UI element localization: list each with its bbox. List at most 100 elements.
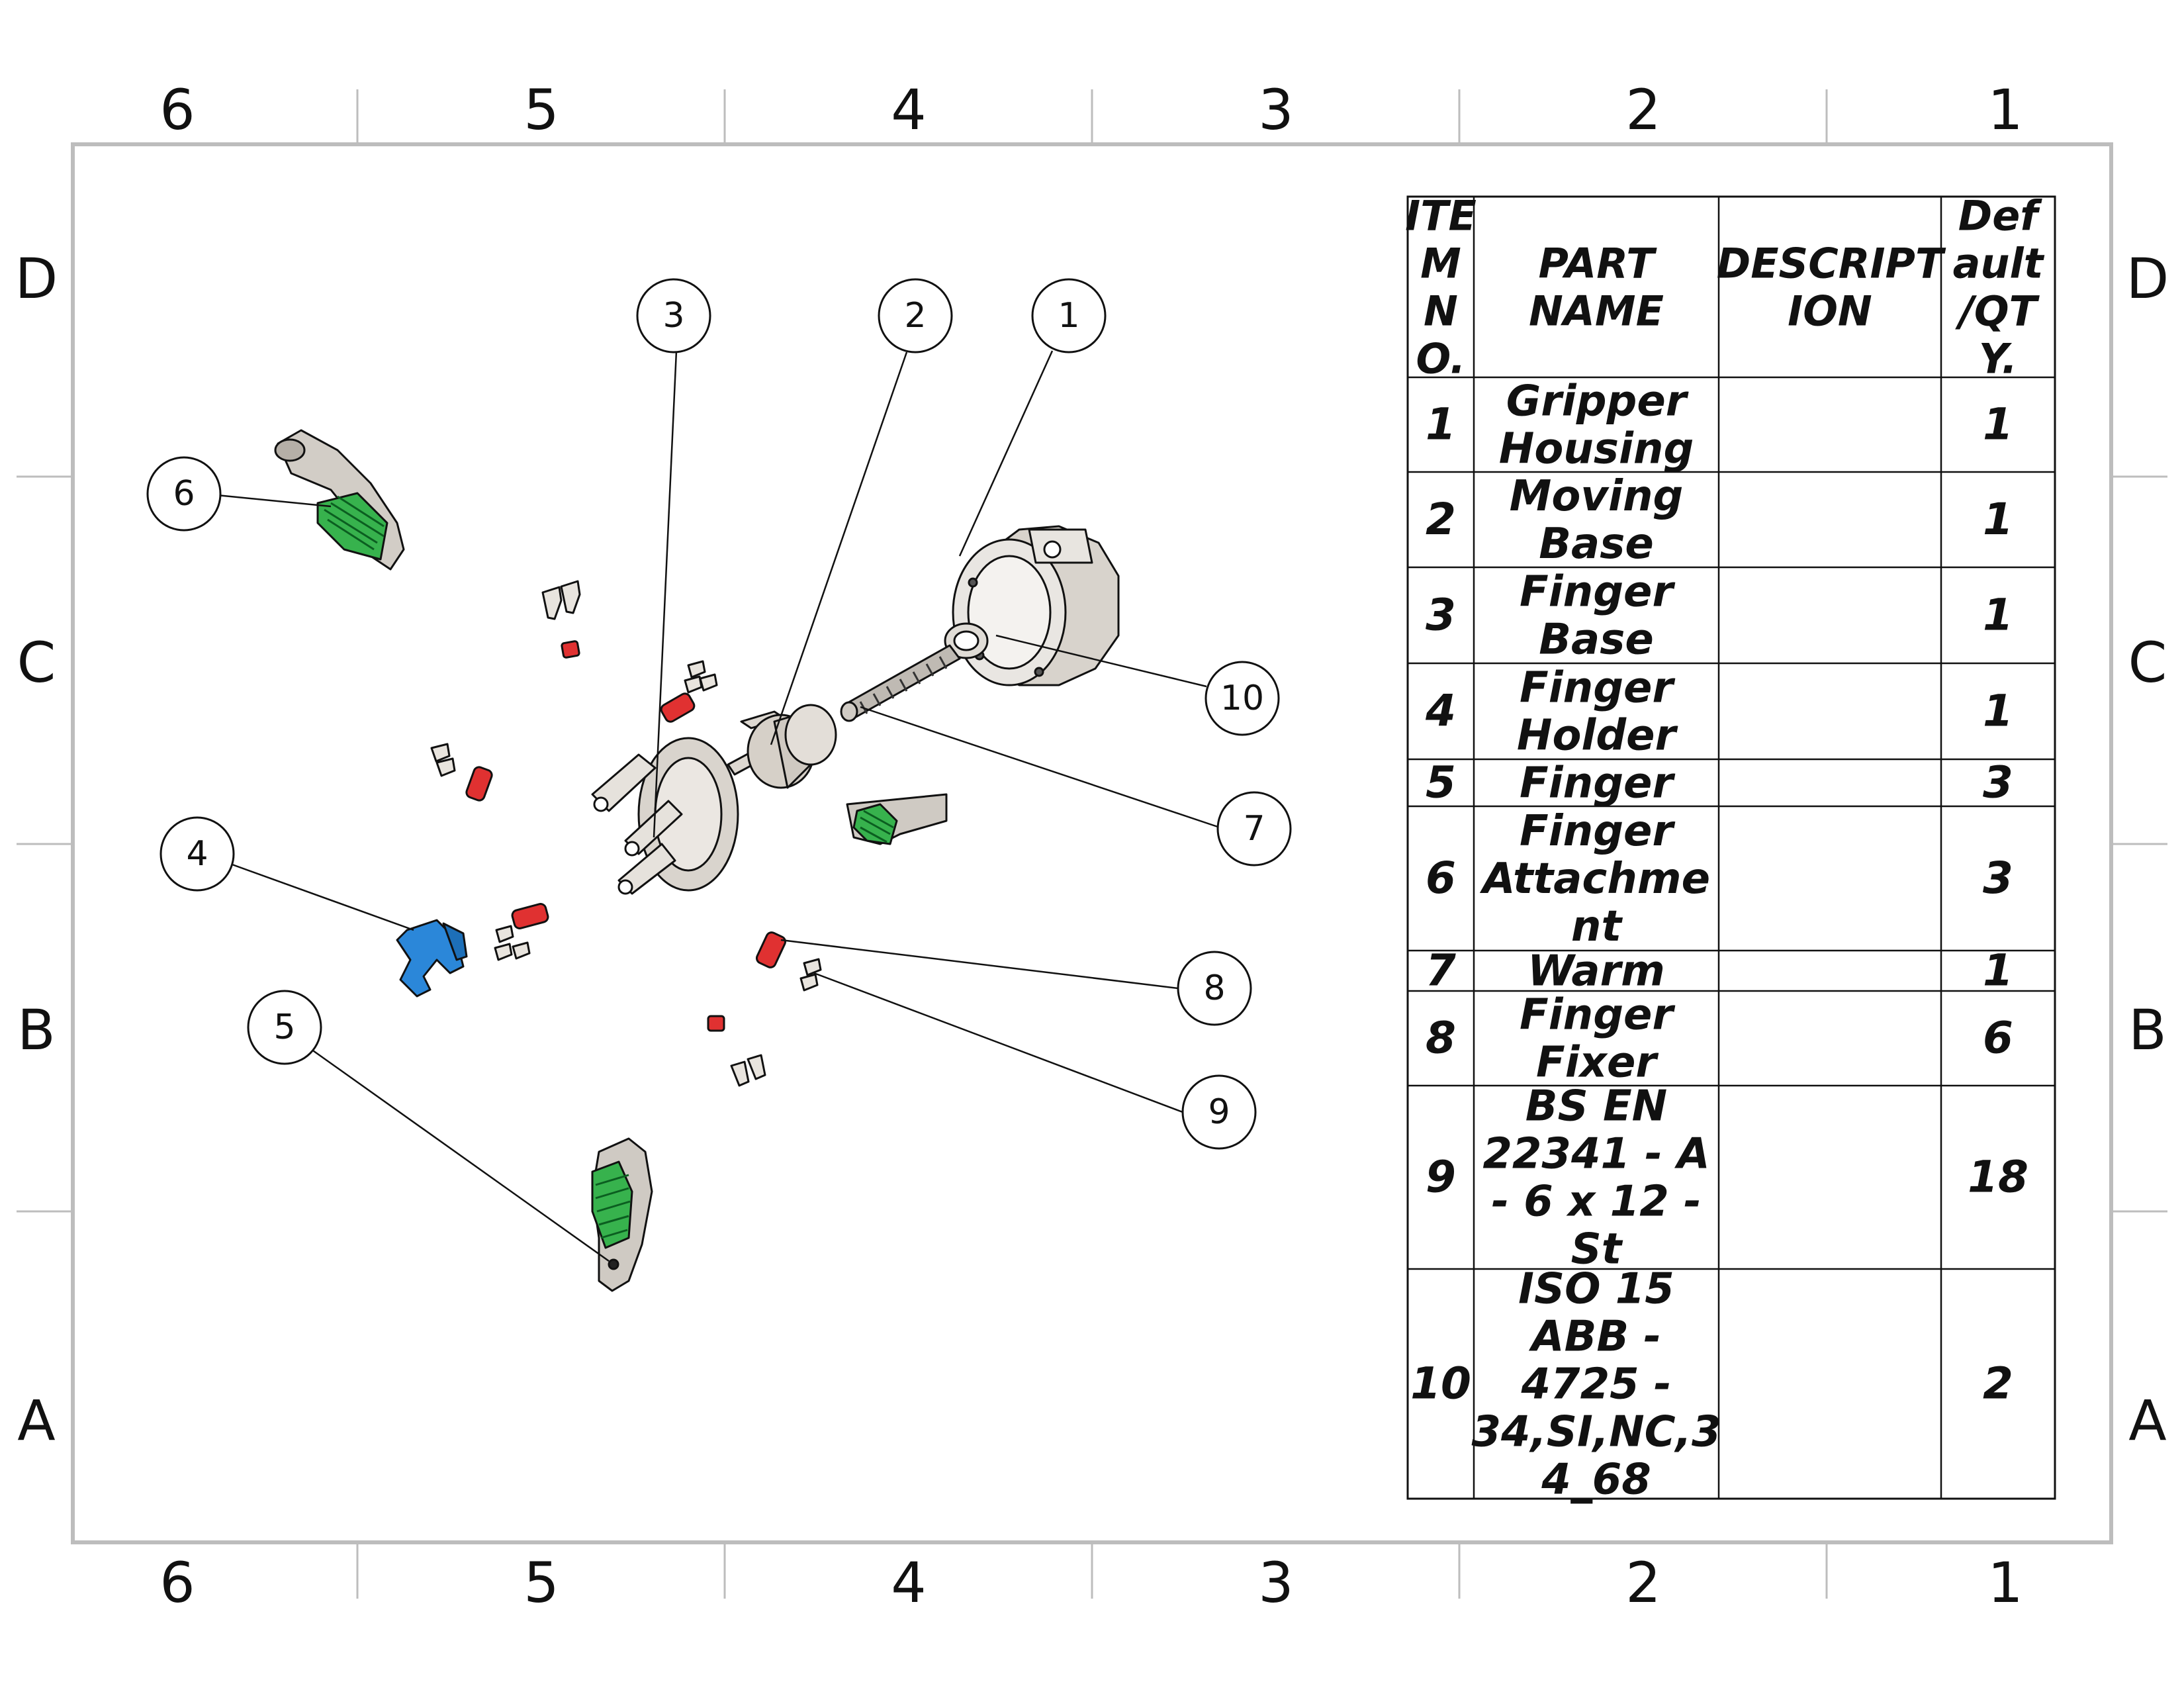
zone-column-label: 5 bbox=[523, 1550, 559, 1615]
zone-labels-bottom: 6 5 4 3 2 1 bbox=[159, 1550, 2023, 1615]
balloon-number: 3 bbox=[662, 296, 684, 336]
balloon-item-5: 5 bbox=[247, 990, 322, 1065]
bom-part-name: Fixer bbox=[1536, 1039, 1659, 1088]
balloon-item-3: 3 bbox=[636, 278, 711, 353]
bom-item-number: 8 bbox=[1426, 1013, 1456, 1064]
bom-header-cell: N bbox=[1424, 287, 1458, 336]
zone-column-label: 2 bbox=[1625, 77, 1661, 142]
bom-item-number: 6 bbox=[1426, 853, 1456, 904]
balloon-item-4: 4 bbox=[159, 816, 235, 892]
balloon-item-1: 1 bbox=[1031, 278, 1107, 353]
finger-attachment-right-part bbox=[846, 793, 948, 845]
bom-quantity: 1 bbox=[1983, 399, 2013, 450]
bom-header-cell: NAME bbox=[1529, 287, 1664, 336]
zone-column-label: 3 bbox=[1258, 77, 1293, 142]
balloon-item-7: 7 bbox=[1216, 791, 1292, 867]
bom-quantity: 1 bbox=[1983, 686, 2013, 737]
zone-labels-left: D C B A bbox=[15, 246, 58, 1453]
finger-holder-part bbox=[396, 919, 468, 998]
bom-part-name: Moving bbox=[1510, 472, 1684, 521]
bom-part-name: ABB - bbox=[1528, 1313, 1661, 1362]
balloon-number: 9 bbox=[1208, 1092, 1230, 1132]
bom-border bbox=[1406, 195, 2056, 1500]
bom-header-cell: M bbox=[1420, 240, 1461, 288]
balloon-number: 8 bbox=[1203, 968, 1225, 1008]
bom-part-name: Base bbox=[1539, 616, 1653, 665]
balloon-number: 1 bbox=[1058, 296, 1079, 336]
balloon-number: 4 bbox=[186, 834, 208, 874]
worm-screw-part bbox=[840, 644, 961, 722]
balloon-item-2: 2 bbox=[878, 278, 953, 353]
bom-quantity: 1 bbox=[1983, 945, 2013, 996]
finger-attachment-upper-part bbox=[274, 429, 405, 571]
finger-lower-part bbox=[591, 1137, 653, 1292]
bom-item-number: 10 bbox=[1410, 1358, 1471, 1409]
bom-header-cell: Y. bbox=[1979, 335, 2017, 383]
balloon-number: 2 bbox=[904, 296, 926, 336]
bom-part-name: ISO 15 bbox=[1518, 1265, 1674, 1314]
bom-quantity: 6 bbox=[1983, 1013, 2013, 1064]
zone-ticks bbox=[17, 89, 2167, 1599]
balloons: 1 2 3 4 5 6 7 8 bbox=[146, 278, 1292, 1150]
bom-part-name: Warm bbox=[1527, 947, 1665, 996]
bom-part-name: Finger bbox=[1520, 568, 1675, 617]
bom-header-cell: Def bbox=[1958, 192, 2043, 240]
bom-item-number: 2 bbox=[1426, 494, 1456, 545]
bom-item-number: 3 bbox=[1426, 590, 1456, 641]
balloon-item-8: 8 bbox=[1177, 951, 1252, 1026]
bom-part-name: Holder bbox=[1517, 712, 1678, 761]
zone-column-label: 4 bbox=[891, 77, 926, 142]
zone-column-label: 1 bbox=[1987, 77, 2023, 142]
balloon-number: 6 bbox=[173, 474, 195, 514]
balloon-number: 5 bbox=[273, 1008, 295, 1047]
balloon-item-6: 6 bbox=[146, 456, 222, 532]
zone-column-label: 1 bbox=[1987, 1550, 2023, 1615]
bom-quantity: 3 bbox=[1983, 853, 2013, 904]
bom-part-name: St bbox=[1571, 1225, 1623, 1274]
finger-base-part bbox=[591, 737, 739, 895]
zone-column-label: 6 bbox=[159, 1550, 195, 1615]
zone-row-label: C bbox=[17, 630, 56, 695]
bearing-part bbox=[944, 622, 989, 659]
bom-header-cell: O. bbox=[1416, 335, 1466, 383]
bom-quantity: 1 bbox=[1983, 494, 2013, 545]
zone-column-label: 5 bbox=[523, 77, 559, 142]
zone-row-label: A bbox=[2128, 1388, 2166, 1453]
zone-column-label: 4 bbox=[891, 1550, 926, 1615]
bom-header-cell: ION bbox=[1788, 287, 1872, 336]
bom-item-number: 5 bbox=[1426, 757, 1456, 808]
bom-item-number: 9 bbox=[1426, 1152, 1456, 1203]
bom-part-name: Finger bbox=[1520, 807, 1675, 856]
zone-column-label: 6 bbox=[159, 77, 195, 142]
bom-item-number: 1 bbox=[1426, 399, 1456, 450]
zone-row-label: B bbox=[17, 998, 56, 1062]
zone-column-label: 2 bbox=[1625, 1550, 1661, 1615]
bom-part-name: nt bbox=[1571, 902, 1623, 951]
bom-header-cell: ault bbox=[1953, 240, 2045, 288]
zone-row-label: B bbox=[2128, 998, 2167, 1062]
balloon-item-9: 9 bbox=[1181, 1074, 1257, 1150]
zone-row-label: C bbox=[2128, 630, 2167, 695]
zone-row-label: A bbox=[17, 1388, 55, 1453]
bom-quantity: 1 bbox=[1983, 590, 2013, 641]
leader-lines bbox=[216, 350, 1220, 1262]
bom-part-name: - 6 x 12 - bbox=[1491, 1178, 1701, 1227]
balloon-item-10: 10 bbox=[1205, 661, 1280, 736]
bom-quantity: 18 bbox=[1968, 1152, 2028, 1203]
bom-item-number: 7 bbox=[1426, 945, 1456, 996]
exploded-view bbox=[274, 429, 1120, 1292]
moving-base-part bbox=[727, 704, 837, 789]
zone-row-label: D bbox=[15, 246, 58, 311]
bom-header-cell: ITE bbox=[1405, 192, 1477, 240]
balloon-number: 10 bbox=[1220, 679, 1264, 718]
finger-fixer-parts bbox=[465, 640, 787, 1032]
bom-header-cell: DESCRIPT bbox=[1717, 240, 1946, 288]
bom-part-name: BS EN bbox=[1525, 1082, 1667, 1131]
bom-part-name: Attachme bbox=[1479, 855, 1710, 904]
zone-column-label: 3 bbox=[1258, 1550, 1293, 1615]
bom-part-name: Finger bbox=[1520, 759, 1675, 808]
zone-labels-right: D C B A bbox=[2126, 246, 2169, 1453]
bom-quantity: 2 bbox=[1983, 1358, 2013, 1409]
